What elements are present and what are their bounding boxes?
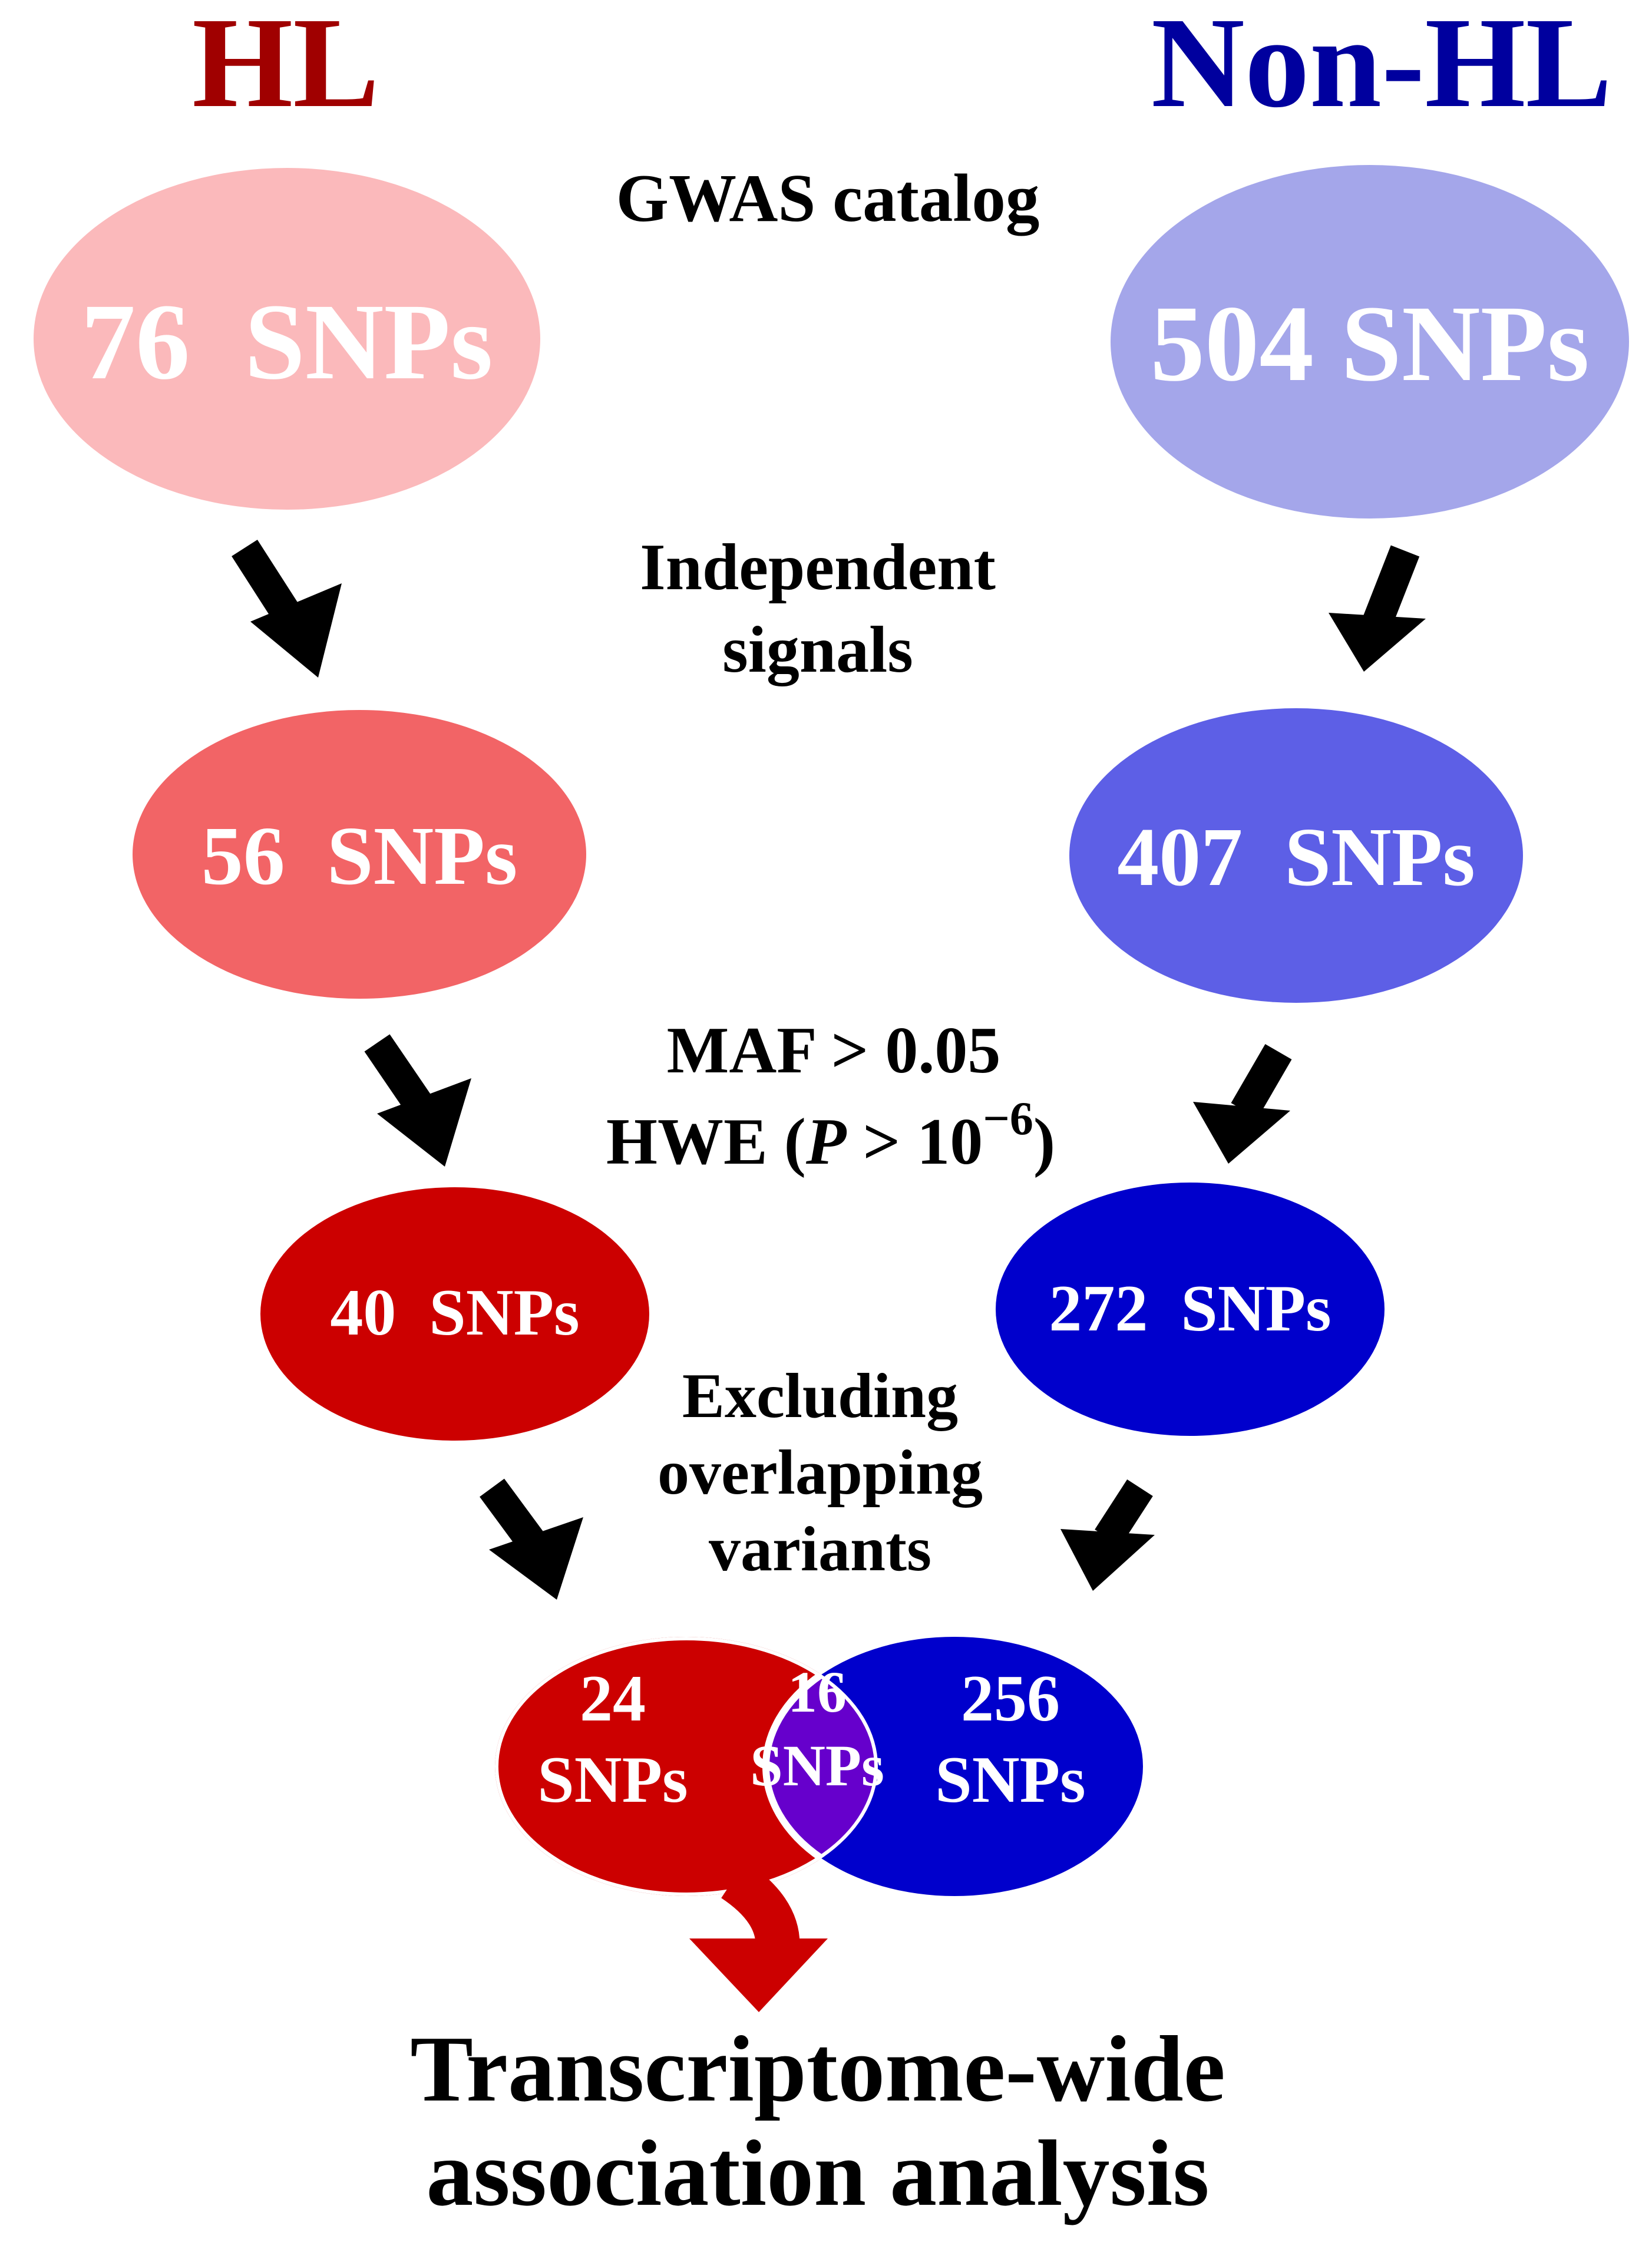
hl-arrow-2 bbox=[364, 1034, 471, 1167]
hl-step1-ellipse bbox=[34, 168, 540, 510]
excluding-label-line2: overlapping bbox=[658, 1438, 983, 1508]
venn-overlap-outline-left bbox=[762, 1637, 878, 1896]
final-arrow-head bbox=[689, 1938, 828, 2012]
hwe-filter-label: HWE (P > 10−6) bbox=[606, 1093, 1055, 1178]
hwe-exponent: −6 bbox=[983, 1093, 1033, 1145]
hl-header: HL bbox=[192, 0, 379, 134]
nonhl-step3-count: 272 SNPs bbox=[1049, 1272, 1331, 1345]
final-step-label-line2: association analysis bbox=[426, 2121, 1209, 2225]
nonhl-arrow-1 bbox=[1329, 545, 1426, 672]
nonhl-header: Non-HL bbox=[1151, 0, 1612, 134]
venn-hl-only-unit: SNPs bbox=[537, 1743, 688, 1817]
maf-filter-label: MAF > 0.05 bbox=[667, 1014, 1001, 1087]
independent-signals-label-line1: Independent bbox=[640, 531, 996, 604]
nonhl-step1-count: 504 SNPs bbox=[1150, 283, 1589, 404]
hwe-prefix: HWE ( bbox=[606, 1105, 806, 1178]
nonhl-arrow-3 bbox=[1060, 1479, 1155, 1591]
final-arrow-shaft bbox=[721, 1861, 800, 1946]
hl-step1-count: 76 SNPs bbox=[81, 282, 493, 402]
independent-signals-label-line2: signals bbox=[722, 613, 913, 686]
hwe-p-symbol: P bbox=[805, 1105, 847, 1178]
venn-overlap-count: 16 bbox=[788, 1659, 847, 1725]
venn-nonhl-ellipse bbox=[766, 1637, 1143, 1896]
hl-step2-ellipse bbox=[133, 710, 586, 999]
nonhl-step1-ellipse bbox=[1111, 165, 1629, 519]
venn-overlap-unit: SNPs bbox=[750, 1733, 884, 1798]
nonhl-arrow-2 bbox=[1193, 1043, 1292, 1164]
gwas-catalog-label: GWAS catalog bbox=[616, 161, 1040, 236]
venn-diagram: 24 SNPs 16 SNPs 256 SNPs bbox=[495, 1637, 1143, 1896]
excluding-label-line3: variants bbox=[709, 1514, 931, 1584]
hl-step3-count: 40 SNPs bbox=[330, 1276, 579, 1349]
final-step-label-line1: Transcriptome-wide bbox=[410, 2016, 1225, 2121]
hl-step2-count: 56 SNPs bbox=[201, 809, 518, 902]
excluding-label-line1: Excluding bbox=[682, 1361, 958, 1431]
final-arrow bbox=[689, 1861, 828, 2012]
venn-hl-only-count: 24 bbox=[580, 1662, 646, 1735]
nonhl-step2-count: 407 SNPs bbox=[1117, 810, 1475, 903]
hl-step3-ellipse bbox=[260, 1187, 649, 1441]
hl-arrow-1 bbox=[232, 539, 342, 678]
nonhl-step3-ellipse bbox=[996, 1183, 1385, 1436]
venn-hl-ellipse bbox=[495, 1637, 878, 1896]
hwe-mid: > 10 bbox=[846, 1105, 983, 1178]
hwe-suffix: ) bbox=[1033, 1105, 1055, 1178]
nonhl-step2-ellipse bbox=[1069, 708, 1523, 1003]
venn-nonhl-only-unit: SNPs bbox=[935, 1743, 1085, 1817]
venn-nonhl-only-count: 256 bbox=[961, 1662, 1060, 1735]
hl-arrow-3 bbox=[480, 1478, 583, 1600]
